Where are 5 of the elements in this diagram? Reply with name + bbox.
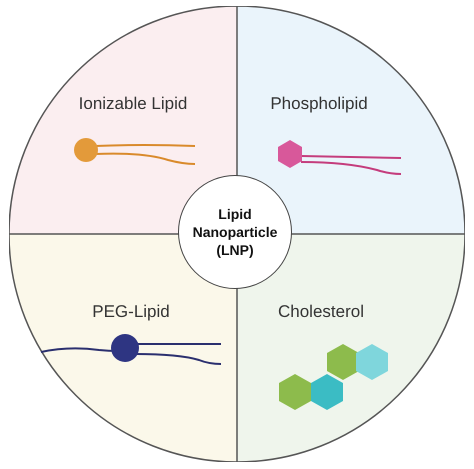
quadrant-title: Cholesterol: [278, 302, 364, 322]
quadrant-title: PEG-Lipid: [92, 302, 170, 322]
quadrant-title: Phospholipid: [270, 94, 368, 114]
center-title: Lipid Nanoparticle (LNP): [192, 205, 278, 259]
quadrant-title: Ionizable Lipid: [78, 94, 188, 114]
